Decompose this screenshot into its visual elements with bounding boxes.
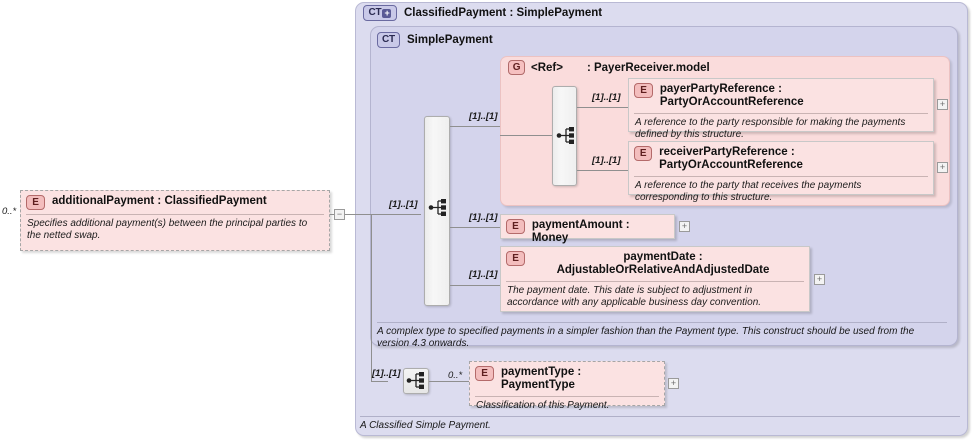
expand-toggle-payment-amount[interactable]: + xyxy=(679,221,690,232)
element-payer-party-reference[interactable]: E payerPartyReference : PartyOrAccountRe… xyxy=(628,78,934,140)
connector-line xyxy=(450,285,500,286)
complex-type-inner-title: SimplePayment xyxy=(407,34,493,46)
element-payment-date-doc: The payment date. This date is subject t… xyxy=(506,281,804,312)
element-badge-icon: E xyxy=(634,146,653,161)
element-payment-amount-name: paymentAmount : Money xyxy=(531,219,630,244)
complex-type-outer-title: ClassifiedPayment : SimplePayment xyxy=(404,7,603,19)
complex-type-outer-documentation: A Classified Simple Payment. xyxy=(360,416,960,432)
expand-toggle-payment-date[interactable]: + xyxy=(814,274,825,285)
element-payment-type-header: E paymentType : PaymentType xyxy=(470,362,664,396)
element-badge-icon: E xyxy=(506,219,525,234)
element-additional-payment-header: E additionalPayment : ClassifiedPayment xyxy=(21,191,329,214)
complex-type-inner-header: CT SimplePayment xyxy=(377,32,493,48)
group-badge-icon[interactable]: G xyxy=(508,60,525,75)
multiplicity-receiver: [1]..[1] xyxy=(592,155,621,166)
expand-toggle-payment-type[interactable]: + xyxy=(668,378,679,389)
element-payment-type-name: paymentType : PaymentType xyxy=(500,366,582,391)
group-ref-header: G <Ref> : PayerReceiver.model xyxy=(508,60,710,75)
multiplicity-payment-type-sequence: [1]..[1] xyxy=(372,368,401,379)
connector-line xyxy=(330,214,334,215)
expand-plus-icon[interactable]: + xyxy=(382,7,392,18)
element-badge-icon: E xyxy=(26,195,45,210)
element-payer-party-reference-doc: A reference to the party responsible for… xyxy=(634,113,928,144)
connector-line xyxy=(371,214,421,215)
connector-line xyxy=(577,170,628,171)
element-receiver-party-reference-header: E receiverPartyReference : PartyOrAccoun… xyxy=(629,142,933,176)
complex-type-badge-icon[interactable]: CT+ xyxy=(363,5,397,21)
connector-line xyxy=(577,107,628,108)
element-receiver-party-reference[interactable]: E receiverPartyReference : PartyOrAccoun… xyxy=(628,141,934,203)
sequence-icon xyxy=(406,372,424,389)
multiplicity-group-ref: [1]..[1] xyxy=(469,111,498,122)
element-payment-type[interactable]: E paymentType : PaymentType Classificati… xyxy=(469,361,665,411)
element-payment-date-header: E paymentDate : AdjustableOrRelativeAndA… xyxy=(501,247,809,281)
element-payment-date-name: paymentDate : AdjustableOrRelativeAndAdj… xyxy=(556,251,770,276)
complex-type-outer-header: CT+ ClassifiedPayment : SimplePayment xyxy=(363,5,602,21)
collapse-toggle-root[interactable]: − xyxy=(334,209,345,220)
multiplicity-payment-amount: [1]..[1] xyxy=(469,212,498,223)
element-payment-type-doc: Classification of this Payment. xyxy=(475,396,659,416)
element-badge-icon: E xyxy=(506,251,525,266)
element-badge-icon: E xyxy=(634,83,653,98)
connector-line xyxy=(450,126,500,127)
element-additional-payment[interactable]: E additionalPayment : ClassifiedPayment … xyxy=(20,190,330,251)
multiplicity-payer: [1]..[1] xyxy=(592,92,621,103)
multiplicity-payment-date: [1]..[1] xyxy=(469,269,498,280)
group-ref-title: : PayerReceiver.model xyxy=(586,61,710,74)
multiplicity-payment-type-occurs: 0..* xyxy=(448,370,463,381)
element-payment-amount[interactable]: E paymentAmount : Money xyxy=(500,214,675,244)
connector-line xyxy=(429,381,469,382)
element-additional-payment-name: additionalPayment : ClassifiedPayment xyxy=(52,195,267,207)
sequence-icon xyxy=(428,199,446,216)
connector-line xyxy=(371,381,388,382)
root-occurrence-label: 0..* xyxy=(2,206,17,217)
connector-line xyxy=(345,214,357,215)
element-receiver-party-reference-name: receiverPartyReference : PartyOrAccountR… xyxy=(659,146,803,171)
element-additional-payment-doc: Specifies additional payment(s) between … xyxy=(26,214,324,245)
element-badge-icon: E xyxy=(475,366,494,381)
element-receiver-party-reference-doc: A reference to the party that receives t… xyxy=(634,176,928,207)
complex-type-inner-badge-icon[interactable]: CT xyxy=(377,32,400,48)
connector-line xyxy=(357,214,371,215)
expand-toggle-payer-party-reference[interactable]: + xyxy=(937,99,948,110)
element-payer-party-reference-name: payerPartyReference : PartyOrAccountRefe… xyxy=(659,83,804,108)
element-payment-amount-header: E paymentAmount : Money xyxy=(501,215,674,250)
complex-type-inner-documentation: A complex type to specified payments in … xyxy=(377,322,947,349)
element-payment-date[interactable]: E paymentDate : AdjustableOrRelativeAndA… xyxy=(500,246,810,312)
sequence-compositor-simple-payment[interactable] xyxy=(424,116,450,306)
connector-line xyxy=(450,227,500,228)
connector-line xyxy=(500,135,552,136)
sequence-icon xyxy=(556,127,574,144)
connector-line xyxy=(371,214,372,381)
element-payer-party-reference-header: E payerPartyReference : PartyOrAccountRe… xyxy=(629,79,933,113)
expand-toggle-receiver-party-reference[interactable]: + xyxy=(937,162,948,173)
group-ref-label: <Ref> xyxy=(531,61,563,74)
multiplicity-inner-sequence: [1]..[1] xyxy=(389,199,418,210)
